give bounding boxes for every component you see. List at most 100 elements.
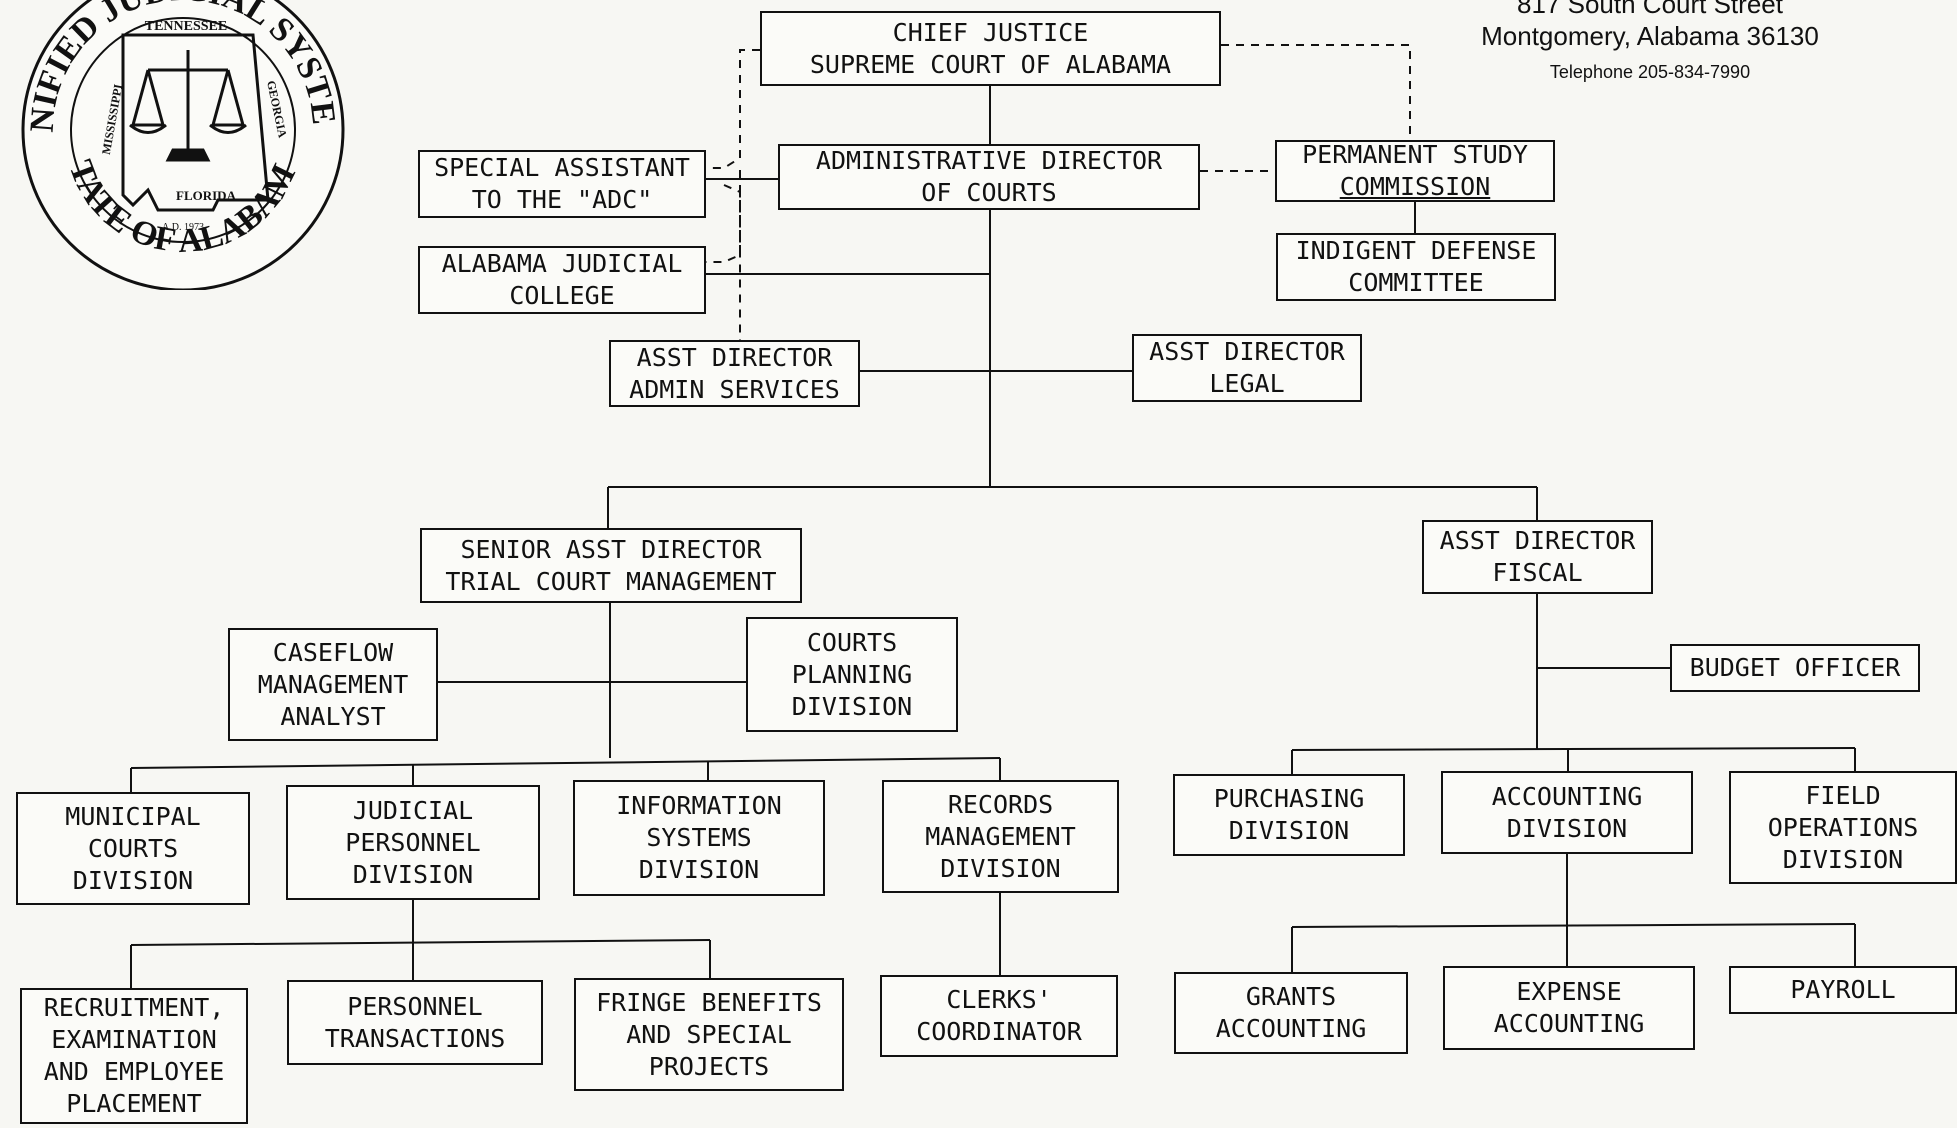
permanent-study-line-1: PERMANENT STUDY [1302, 140, 1528, 169]
legal-line-2: LEGAL [1209, 369, 1285, 398]
budget-officer-label: BUDGET OFFICER [1689, 653, 1901, 682]
courts-planning-line-1: COURTS [806, 627, 898, 657]
recruitment-line-3: AND EMPLOYEE [43, 1057, 225, 1086]
judicial-personnel-line-2: PERSONNEL [345, 827, 481, 857]
asst-director-fiscal-box: ASST DIRECTOR FISCAL [1422, 520, 1653, 594]
administrative-director-line-2: OF COURTS [921, 178, 1057, 207]
admin-services-line-2: ADMIN SERVICES [629, 374, 840, 404]
permanent-study-line-2: COMMISSION [1339, 172, 1491, 201]
courts-planning-line-3: DIVISION [791, 691, 913, 721]
indigent-defense-line-1: INDIGENT DEFENSE [1295, 236, 1537, 265]
purchasing-line-1: PURCHASING [1213, 784, 1365, 813]
clerks-coordinator-box: CLERKS' COORDINATOR [880, 975, 1118, 1057]
indigent-defense-committee-box: INDIGENT DEFENSE COMMITTEE [1276, 233, 1556, 301]
trial-court-line-1: SENIOR ASST DIRECTOR [460, 534, 762, 564]
special-assistant-line-1: SPECIAL ASSISTANT [434, 153, 690, 182]
records-management-division-box: RECORDS MANAGEMENT DIVISION [882, 780, 1119, 893]
legal-line-1: ASST DIRECTOR [1149, 337, 1345, 366]
connector [130, 757, 1001, 769]
administrative-director-line-1: ADMINISTRATIVE DIRECTOR [815, 146, 1163, 175]
purchasing-division-box: PURCHASING DIVISION [1173, 774, 1405, 856]
admin-services-line-1: ASST DIRECTOR [636, 342, 833, 372]
field-operations-line-3: DIVISION [1782, 844, 1904, 874]
field-operations-division-box: FIELD OPERATIONS DIVISION [1729, 771, 1957, 884]
recruitment-line-1: RECRUITMENT, [43, 993, 225, 1022]
fiscal-line-1: ASST DIRECTOR [1439, 526, 1636, 555]
recruitment-line-2: EXAMINATION [51, 1025, 217, 1054]
special-assistant-line-2: TO THE "ADC" [471, 185, 653, 214]
caseflow-line-3: ANALYST [280, 701, 386, 731]
city-address: Montgomery, Alabama 36130 [1481, 21, 1819, 51]
field-operations-line-1: FIELD [1805, 780, 1881, 810]
address-block: 817 South Court Street Montgomery, Alaba… [1450, 0, 1850, 83]
judicial-personnel-line-3: DIVISION [352, 859, 474, 889]
personnel-transactions-line-2: TRANSACTIONS [324, 1023, 506, 1053]
special-assistant-box: SPECIAL ASSISTANT TO THE "ADC" [418, 150, 706, 218]
clerks-coordinator-line-1: CLERKS' [946, 985, 1052, 1014]
judicial-college-line-1: ALABAMA JUDICIAL [441, 249, 683, 278]
dashed-connector [723, 184, 741, 340]
payroll-box: PAYROLL [1729, 966, 1957, 1014]
municipal-line-1: MUNICIPAL [65, 801, 201, 831]
recruitment-line-4: PLACEMENT [66, 1089, 202, 1118]
grants-accounting-line-1: GRANTS [1245, 982, 1337, 1011]
courts-planning-division-box: COURTS PLANNING DIVISION [746, 617, 958, 732]
judicial-personnel-division-box: JUDICIAL PERSONNEL DIVISION [286, 785, 540, 900]
municipal-line-2: COURTS [87, 833, 179, 863]
asst-director-legal-box: ASST DIRECTOR LEGAL [1132, 334, 1362, 402]
fringe-benefits-special-projects-box: FRINGE BENEFITS AND SPECIAL PROJECTS [574, 978, 844, 1091]
dashed-connector [706, 170, 741, 263]
info-systems-line-3: DIVISION [638, 855, 760, 884]
budget-officer-box: BUDGET OFFICER [1670, 644, 1920, 692]
connector [1291, 923, 1856, 928]
asst-director-admin-services-box: ASST DIRECTOR ADMIN SERVICES [609, 340, 860, 407]
municipal-line-3: DIVISION [72, 865, 194, 895]
dashed-connector [1221, 44, 1411, 140]
purchasing-line-2: DIVISION [1228, 816, 1350, 845]
seal-year: A.D. 1973 [162, 222, 204, 233]
fringe-benefits-line-2: AND SPECIAL [626, 1019, 792, 1049]
expense-accounting-box: EXPENSE ACCOUNTING [1443, 966, 1695, 1050]
information-systems-division-box: INFORMATION SYSTEMS DIVISION [573, 780, 825, 896]
expense-accounting-line-1: EXPENSE [1516, 977, 1622, 1006]
trial-court-line-2: TRIAL COURT MANAGEMENT [445, 566, 777, 596]
seal-state-florida: FLORIDA [176, 188, 237, 203]
caseflow-line-2: MANAGEMENT [257, 669, 409, 699]
fiscal-line-2: FISCAL [1492, 558, 1583, 587]
judicial-college-line-2: COLLEGE [509, 281, 615, 310]
fringe-benefits-line-3: PROJECTS [648, 1051, 770, 1081]
courts-planning-line-2: PLANNING [791, 659, 913, 689]
chief-justice-box: CHIEF JUSTICE SUPREME COURT OF ALABAMA [760, 11, 1221, 86]
chief-justice-line-1: CHIEF JUSTICE [892, 17, 1089, 47]
accounting-line-2: DIVISION [1506, 813, 1628, 843]
records-line-3: DIVISION [940, 853, 1061, 883]
scales-of-justice-icon [129, 50, 247, 162]
grants-accounting-line-2: ACCOUNTING [1215, 1014, 1367, 1043]
info-systems-line-1: INFORMATION [616, 791, 782, 820]
municipal-courts-division-box: MUNICIPAL COURTS DIVISION [16, 792, 250, 905]
alabama-judicial-college-box: ALABAMA JUDICIAL COLLEGE [418, 246, 706, 314]
telephone: Telephone 205-834-7990 [1549, 62, 1751, 82]
alabama-judicial-seal: UNIFIED JUDICIAL SYSTEM STATE OF ALABAMA… [8, 0, 345, 290]
caseflow-management-analyst-box: CASEFLOW MANAGEMENT ANALYST [228, 628, 438, 741]
records-line-1: RECORDS [947, 789, 1054, 819]
recruitment-examination-placement-box: RECRUITMENT, EXAMINATION AND EMPLOYEE PL… [20, 988, 248, 1124]
fringe-benefits-line-1: FRINGE BENEFITS [596, 987, 822, 1017]
connector [1291, 747, 1856, 751]
records-line-2: MANAGEMENT [925, 821, 1076, 851]
judicial-personnel-line-1: JUDICIAL [352, 795, 474, 825]
indigent-defense-line-2: COMMITTEE [1348, 268, 1484, 297]
payroll-label: PAYROLL [1790, 975, 1896, 1004]
chief-justice-line-2: SUPREME COURT OF ALABAMA [809, 49, 1172, 79]
accounting-line-1: ACCOUNTING [1491, 781, 1643, 811]
street-address: 817 South Court Street [1517, 0, 1783, 19]
administrative-director-box: ADMINISTRATIVE DIRECTOR OF COURTS [778, 144, 1200, 210]
connector [130, 939, 711, 946]
personnel-transactions-line-1: PERSONNEL [347, 991, 483, 1021]
seal-state-tennessee: TENNESSEE [145, 19, 227, 34]
expense-accounting-line-2: ACCOUNTING [1493, 1009, 1645, 1038]
permanent-study-commission-box: PERMANENT STUDY COMMISSION [1275, 140, 1555, 202]
accounting-division-box: ACCOUNTING DIVISION [1441, 771, 1693, 854]
clerks-coordinator-line-2: COORDINATOR [916, 1017, 1082, 1046]
